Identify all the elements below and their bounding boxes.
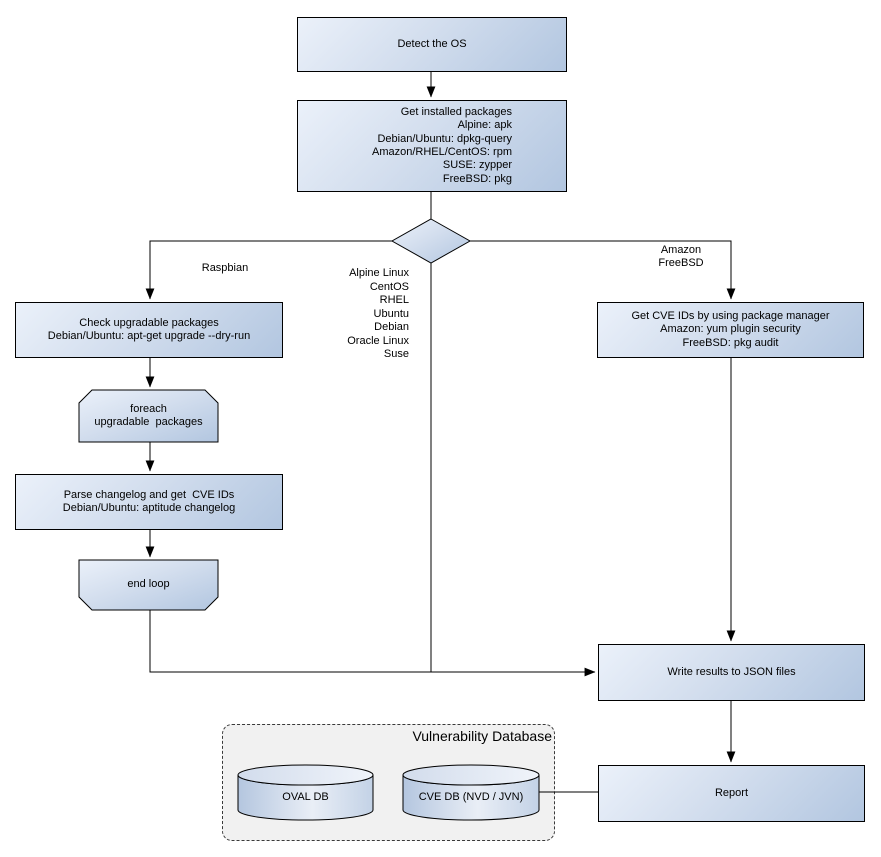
node-write-results-label: Write results to JSON files (667, 665, 796, 678)
os-decision-diamond (390, 218, 472, 264)
cve-db-label: CVE DB (NVD / JVN) (418, 791, 524, 804)
arrow-diamond-to-check (145, 240, 392, 300)
foreach-loop-label: foreach upgradable packages (94, 402, 203, 428)
end-loop-label: end loop (127, 578, 170, 591)
branch-label-os-list: Alpine Linux CentOS RHEL Ubuntu Debian O… (347, 267, 409, 360)
oval-db-label: OVAL DB (282, 791, 329, 804)
arrow-merge-to-writeresults (149, 610, 596, 677)
node-parse-changelog-label: Parse changelog and get CVE IDs Debian/U… (62, 488, 236, 514)
foreach-loop-shape (78, 389, 219, 443)
node-parse-changelog: Parse changelog and get CVE IDs Debian/U… (15, 474, 283, 530)
node-check-upgradable: Check upgradable packages Debian/Ubuntu:… (15, 302, 283, 358)
branch-label-amazon-freebsd: Amazon FreeBSD (658, 244, 704, 269)
node-check-upgradable-label: Check upgradable packages Debian/Ubuntu:… (47, 316, 251, 342)
arrow-diamond-to-getcve (470, 240, 736, 300)
node-get-cve-ids: Get CVE IDs by using package manager Ama… (597, 302, 864, 358)
vulnerability-database-title: Vulnerability Database (412, 728, 552, 744)
node-get-installed-packages-label: Get installed packages Alpine: apk Debia… (372, 106, 512, 185)
branch-label-raspbian: Raspbian (201, 262, 249, 274)
node-detect-os-label: Detect the OS (397, 37, 467, 50)
node-detect-os: Detect the OS (297, 17, 567, 72)
oval-db-cylinder (237, 764, 374, 821)
node-write-results: Write results to JSON files (598, 644, 865, 701)
end-loop-shape (78, 559, 219, 611)
node-get-installed-packages: Get installed packages Alpine: apk Debia… (297, 100, 567, 192)
node-report-label: Report (714, 786, 749, 799)
node-report: Report (598, 765, 865, 822)
node-get-cve-ids-label: Get CVE IDs by using package manager Ama… (631, 310, 830, 349)
cve-db-cylinder (402, 764, 540, 821)
